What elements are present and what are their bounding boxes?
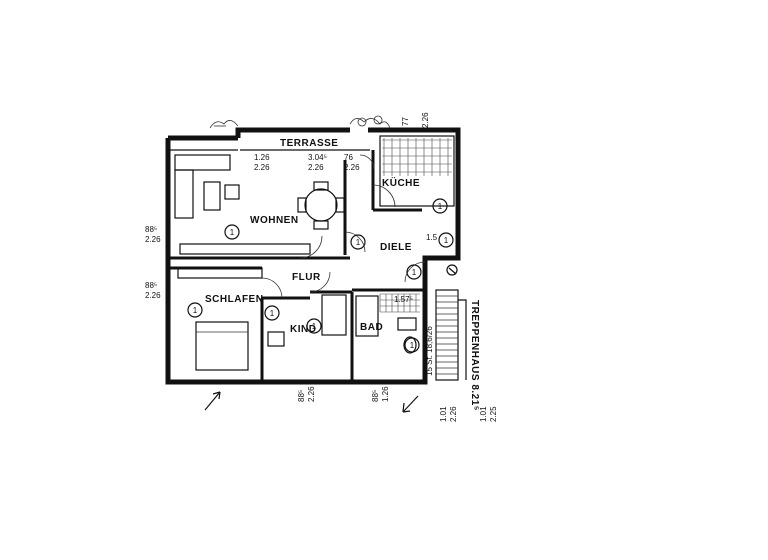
svg-text:1: 1 [356, 238, 361, 247]
svg-text:1: 1 [230, 228, 235, 237]
exterior-walls [165, 127, 461, 385]
dim-top-a2: 2.26 [254, 163, 270, 172]
svg-text:1: 1 [193, 306, 198, 315]
kitchen-counter-outline [379, 135, 455, 207]
unit-marker-flur: 1 [406, 264, 422, 280]
coffee-table [203, 181, 221, 211]
unit-marker-diele-2: 1 [438, 232, 454, 248]
label-wohnen: WOHNEN [250, 215, 299, 226]
entrance-arrow-right [402, 395, 419, 413]
unit-marker-wohnen: 1 [224, 224, 240, 240]
bedroom-wardrobe [177, 267, 263, 279]
chair-right [335, 197, 345, 213]
double-bed [195, 321, 249, 371]
bath-tiles [379, 293, 420, 313]
dim-bottom-d: 1.01 [479, 406, 488, 422]
dim-left-a: 88⁵ [145, 225, 157, 234]
dim-bottom-a: 88⁵ [297, 390, 306, 402]
dim-left-b: 88⁵ [145, 281, 157, 290]
unit-marker-diele: 1 [350, 234, 366, 250]
sofa-top [174, 154, 231, 171]
dim-left-b2: 2.26 [145, 291, 161, 300]
label-flur: FLUR [292, 272, 321, 283]
wardrobe-flur [179, 243, 311, 255]
unit-marker-kind-2: 1 [306, 318, 322, 334]
dining-table [304, 188, 338, 222]
toilet [403, 336, 417, 354]
dim-bottom-b2: 1.26 [381, 386, 390, 402]
dim-top-b: 3.04⁵ [308, 153, 327, 162]
bathtub [355, 295, 379, 337]
unit-marker-schlafen: 1 [187, 302, 203, 318]
door-arc-kueche [372, 184, 396, 208]
chair-bottom [313, 220, 329, 230]
dim-top-d: 77 [401, 117, 410, 126]
label-bad: BAD [360, 322, 383, 333]
kid-desk [267, 331, 285, 347]
stair-run [435, 289, 459, 381]
dim-top-e: 2.26 [421, 112, 430, 128]
svg-text:1: 1 [412, 268, 417, 277]
dim-bottom-c2: 2.26 [449, 406, 458, 422]
dim-top-b2: 2.26 [308, 163, 324, 172]
door-arc-schlafen [261, 277, 283, 299]
label-schlafen: SCHLAFEN [205, 294, 263, 305]
label-treppenhaus: TREPPENHAUS 8.21⁵ [469, 300, 480, 411]
dim-bottom-d2: 2.25 [489, 406, 498, 422]
svg-text:1: 1 [312, 322, 317, 331]
dim-diele-width: 1.5 [426, 233, 438, 242]
unit-marker-kind: 1 [264, 305, 280, 321]
bedroom-furniture [177, 267, 347, 371]
dim-bottom-a2: 2.26 [307, 386, 316, 402]
entrance-arrow-left [204, 391, 221, 411]
svg-text:1: 1 [410, 341, 415, 350]
label-kueche: KÜCHE [382, 176, 420, 189]
armchair [224, 184, 240, 200]
label-kind: KIND [290, 324, 316, 335]
dim-bottom-c: 1.01 [439, 406, 448, 422]
door-arc-kind [309, 271, 331, 293]
stair-arrow-circle [446, 264, 458, 276]
sofa-side [174, 169, 194, 219]
dim-top-a: 1.26 [254, 153, 270, 162]
planter-right [349, 115, 391, 129]
living-furniture [174, 154, 345, 255]
dimension-labels: 1.26 2.26 3.04⁵ 2.26 76 2.26 77 2.26 88⁵… [145, 112, 498, 422]
unit-marker-bad: 1 [404, 337, 420, 353]
chair-top [313, 181, 329, 191]
door-arc-entrance [404, 261, 426, 283]
stair-step-lines [436, 295, 458, 375]
unit-markers: 1 1 1 1 1 1 1 1 1 [187, 198, 454, 353]
door-arc-wohnen [299, 235, 323, 259]
dim-top-c: 76 [344, 153, 353, 162]
doors [261, 154, 426, 299]
kitchen-tiles [382, 138, 452, 176]
unit-marker-kueche: 1 [432, 198, 448, 214]
planter-left [209, 120, 239, 129]
stairwell [435, 264, 467, 381]
svg-text:1: 1 [270, 309, 275, 318]
kid-bed [321, 294, 347, 336]
bathroom-fixtures [355, 293, 420, 354]
label-terrasse: TERRASSE [280, 138, 338, 149]
dim-bottom-b: 88⁵ [371, 390, 380, 402]
chair-left [297, 197, 307, 213]
door-arc-terrasse [359, 154, 375, 170]
svg-text:1: 1 [438, 202, 443, 211]
door-arc-diele [344, 231, 366, 253]
dim-stair-steps: 15 St. 18,6/26 [425, 326, 434, 376]
label-diele: DIELE [380, 242, 412, 253]
svg-text:1: 1 [444, 236, 449, 245]
washbasin [397, 317, 417, 331]
dim-top-c2: 2.26 [344, 163, 360, 172]
dim-left-a2: 2.26 [145, 235, 161, 244]
dim-bad-width: 1.57⁵ [394, 295, 413, 304]
